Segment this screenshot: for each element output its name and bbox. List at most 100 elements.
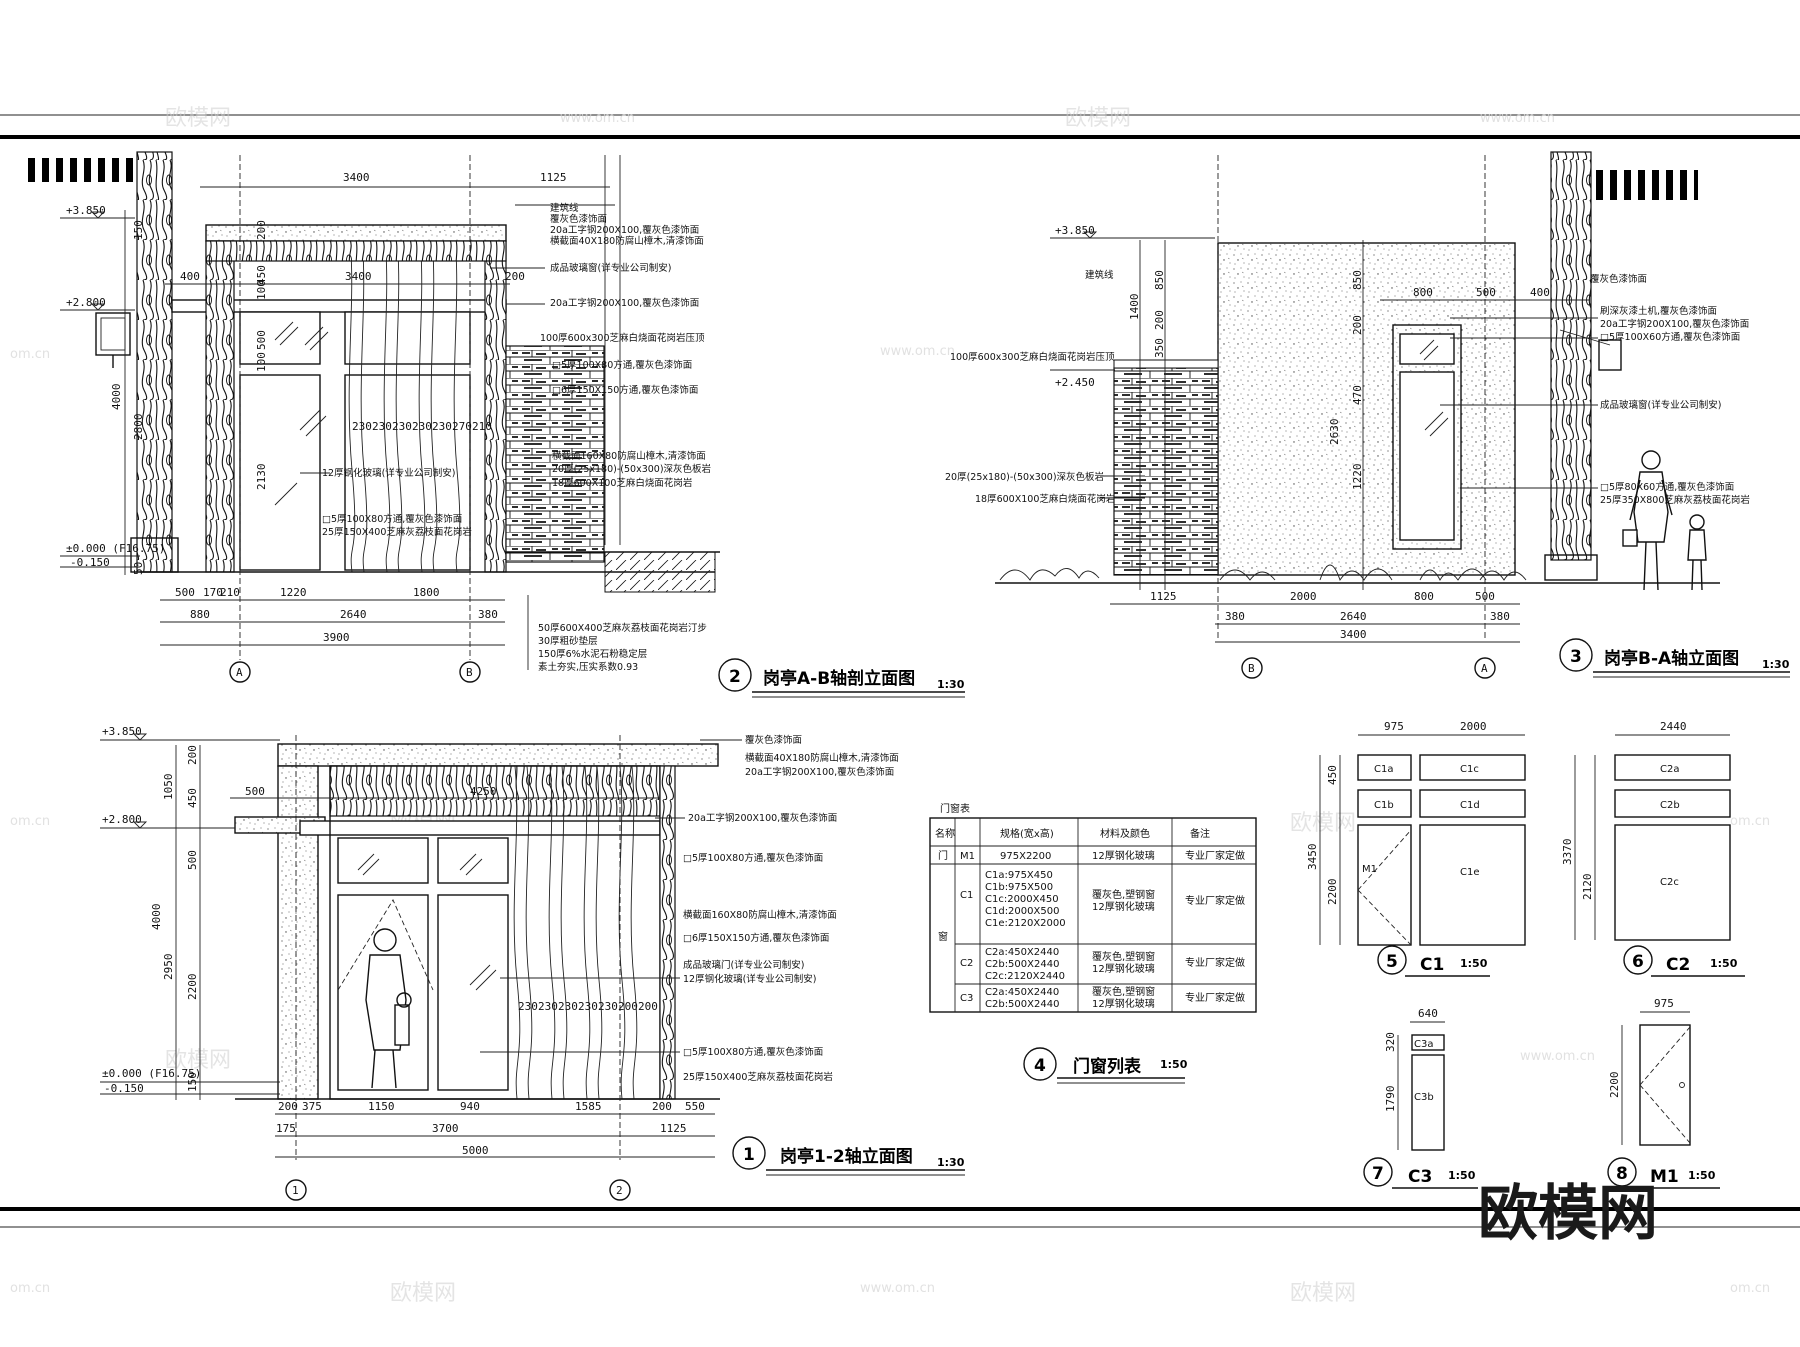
note: 横截面160X80防腐山樟木,清漆饰面 bbox=[552, 450, 706, 462]
dimension-label: 2640 bbox=[1340, 610, 1367, 623]
watermark-text: om.cn bbox=[10, 1281, 50, 1296]
axis-label: B bbox=[466, 666, 473, 679]
dimension-label: 550 bbox=[685, 1100, 705, 1113]
level-label: -0.150 bbox=[104, 1082, 144, 1095]
note: □5厚80X60方通,覆灰色漆饰面 bbox=[1600, 481, 1734, 493]
dimension-label: 230 bbox=[392, 420, 412, 433]
dimension-label: 230 bbox=[432, 420, 452, 433]
dimension-label: 2440 bbox=[1660, 720, 1687, 733]
dimension-label: 200 bbox=[186, 745, 199, 765]
table-cell: C1a:975X450 bbox=[985, 870, 1053, 881]
table-cell: 专业厂家定做 bbox=[1185, 849, 1245, 862]
dimension-label: 210 bbox=[220, 586, 240, 599]
dimension-label: 500 bbox=[175, 586, 195, 599]
dimension-label: 230 bbox=[598, 1000, 618, 1013]
drawing-title: C2 bbox=[1666, 955, 1690, 975]
note: 成品玻璃门(详专业公司制安) bbox=[683, 959, 804, 971]
level-label: -0.150 bbox=[70, 556, 110, 569]
dimension-label: 1400 bbox=[1128, 294, 1141, 321]
note: 50厚600X400芝麻灰荔枝面花岗岩汀步 bbox=[538, 622, 707, 634]
table-header: 备注 bbox=[1190, 827, 1210, 840]
table-cell: 覆灰色,塑钢窗 bbox=[1092, 888, 1155, 901]
dimension-label: 100 bbox=[255, 352, 268, 372]
note: 20a工字钢200X100,覆灰色漆饰面 bbox=[550, 224, 699, 236]
table-cell: C1 bbox=[960, 890, 973, 901]
dimension-label: 2130 bbox=[255, 464, 268, 491]
dimension-label: 380 bbox=[478, 608, 498, 621]
axis-label: 2 bbox=[616, 1184, 623, 1197]
drawing-scale: 1:30 bbox=[1762, 658, 1790, 671]
dimension-label: 500 bbox=[1475, 590, 1495, 603]
dimension-label: 230 bbox=[352, 420, 372, 433]
dimension-label: 230 bbox=[578, 1000, 598, 1013]
drawing-scale: 1:30 bbox=[937, 1156, 965, 1169]
window-label: M1 bbox=[1362, 864, 1377, 875]
note: 150厚6%水泥石粉稳定层 bbox=[538, 648, 647, 660]
drawing-number: 7 bbox=[1372, 1164, 1384, 1184]
drawing-number: 2 bbox=[729, 667, 741, 687]
dimension-label: 3400 bbox=[1340, 628, 1367, 641]
table-cell: 975X2200 bbox=[1000, 851, 1051, 862]
level-label: +3.850 bbox=[102, 725, 142, 738]
window-label: C3b bbox=[1414, 1092, 1434, 1103]
dimension-label: 1050 bbox=[162, 774, 175, 801]
door-window-schedule: 门窗表 名称 规格(宽x高) 材料及颜色 备注 门 窗 M1 975X2200 … bbox=[929, 802, 1257, 1084]
dimension-label: 200 bbox=[618, 1000, 638, 1013]
drawing-title: 门窗列表 bbox=[1073, 1056, 1142, 1077]
drawing-2-section-elevation: 3400 1125 400 3400 200 230 230 230 230 2… bbox=[25, 151, 965, 698]
dimension-label: 400 bbox=[1530, 286, 1550, 299]
drawing-number: 3 bbox=[1570, 647, 1582, 667]
watermark-text: www.om.cn bbox=[880, 344, 955, 359]
detail-6-window-c2: 2440 C2a C2b C2c 3370 2120 6 C2 1:50 bbox=[1561, 720, 1745, 977]
dimension-label: 230 bbox=[518, 1000, 538, 1013]
table-cell: C1e:2120X2000 bbox=[985, 918, 1066, 929]
dimension-label: 175 bbox=[276, 1122, 296, 1135]
dimension-label: 1125 bbox=[660, 1122, 687, 1135]
axis-label: A bbox=[236, 666, 243, 679]
drawing-title: 岗亭1-2轴立面图 bbox=[780, 1146, 913, 1167]
table-cell: C1b:975X500 bbox=[985, 882, 1053, 893]
dimension-label: 3370 bbox=[1561, 839, 1574, 866]
watermark-text: 欧模网 bbox=[1290, 811, 1356, 836]
dimension-label: 2950 bbox=[162, 954, 175, 981]
drawing-3-title-block: 3 岗亭B-A轴立面图 1:30 bbox=[1559, 638, 1790, 678]
note: 12厚钢化玻璃(详专业公司制安) bbox=[322, 467, 456, 479]
dimension-label: 230 bbox=[558, 1000, 578, 1013]
note: 25厚350X800芝麻灰荔枝面花岗岩 bbox=[1600, 494, 1750, 506]
watermark-text: om.cn bbox=[1730, 1281, 1770, 1296]
note: 横截面40X180防腐山樟木,清漆饰面 bbox=[745, 752, 899, 764]
human-figure bbox=[1622, 450, 1707, 591]
dimension-label: 3400 bbox=[345, 270, 372, 283]
table-header: 材料及颜色 bbox=[1100, 827, 1150, 840]
watermark-text: www.om.cn bbox=[1520, 1049, 1595, 1064]
dimension-label: 940 bbox=[460, 1100, 480, 1113]
window-label: C2c bbox=[1660, 877, 1679, 888]
drawing-scale: 1:50 bbox=[1448, 1169, 1476, 1182]
dimension-label: 1150 bbox=[368, 1100, 395, 1113]
table-cell: C2 bbox=[960, 958, 973, 969]
table-group: 窗 bbox=[938, 930, 948, 943]
wood-slats bbox=[513, 765, 638, 1100]
window-label: C2a bbox=[1660, 764, 1679, 775]
drawing-title: 岗亭B-A轴立面图 bbox=[1604, 648, 1739, 669]
watermark-text: 欧模网 bbox=[1290, 1281, 1356, 1306]
table-cell: C2b:500X2440 bbox=[985, 999, 1059, 1010]
dimension-label: 3400 bbox=[343, 171, 370, 184]
level-label: ±0.000 (F16.75) bbox=[102, 1067, 201, 1080]
planting bbox=[999, 564, 1527, 582]
drawing-2-title-block: 2 岗亭A-B轴剖立面图 1:30 bbox=[718, 658, 965, 698]
dimension-label: 1800 bbox=[413, 586, 440, 599]
table-cell: 专业厂家定做 bbox=[1185, 894, 1245, 907]
annotation-notes: 建筑线 100厚600x300芝麻白烧面花岗岩压顶 20厚(25x180)-(5… bbox=[945, 269, 1750, 506]
member-dimensions: 230 230 230 230 230 200 200 bbox=[518, 1000, 658, 1013]
watermark-text: www.om.cn bbox=[560, 111, 635, 126]
dimension-label: 5000 bbox=[462, 1144, 489, 1157]
note: □6厚150X150方通,覆灰色漆饰面 bbox=[552, 384, 698, 396]
awning-stripes bbox=[25, 158, 135, 182]
dimension-label: 210 bbox=[472, 420, 492, 433]
dimension-label: 50 bbox=[132, 562, 145, 575]
note: 100厚600x300芝麻白烧面花岗岩压顶 bbox=[950, 351, 1115, 363]
dimension-label: 800 bbox=[1413, 286, 1433, 299]
note: 建筑线 bbox=[550, 202, 579, 214]
